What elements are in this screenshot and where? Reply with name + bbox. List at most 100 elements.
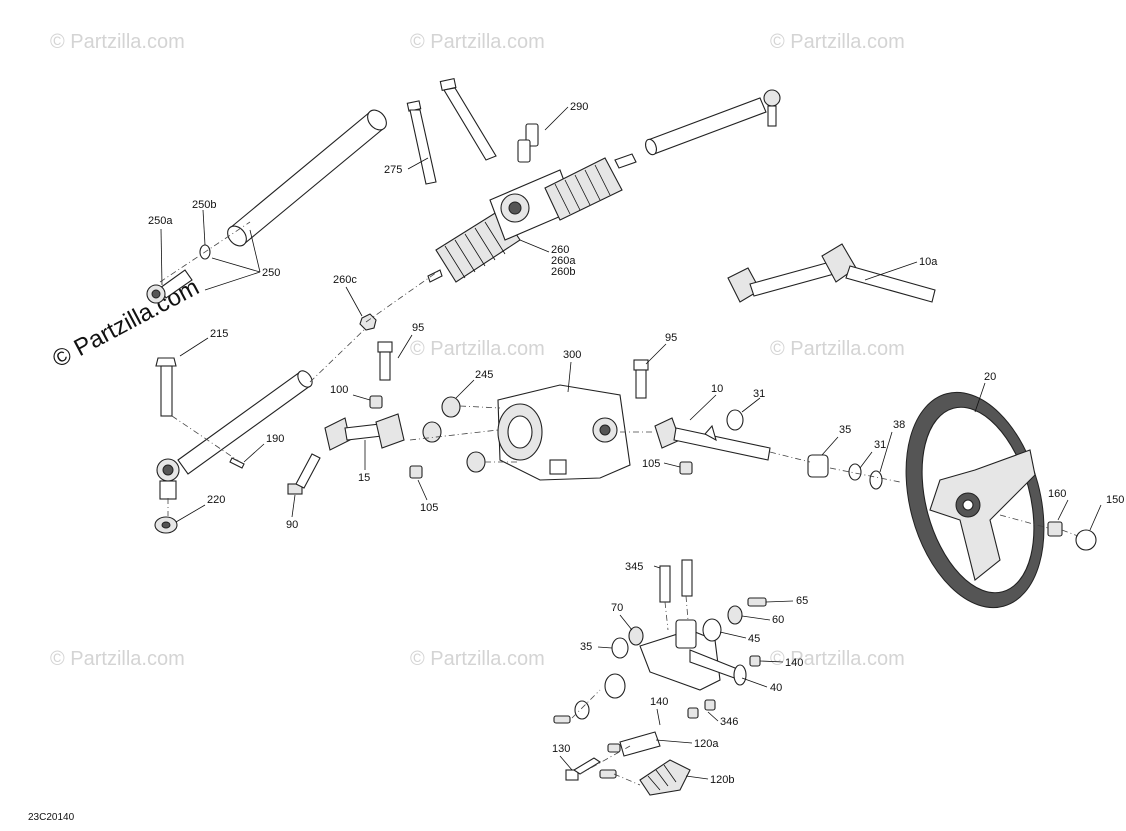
bushing-60 xyxy=(727,605,743,625)
callout-90: 90 xyxy=(286,519,298,531)
bushings-245 xyxy=(422,396,486,473)
callout-15: 15 xyxy=(358,472,370,484)
bolt-90 xyxy=(287,453,321,495)
nut-160 xyxy=(1047,521,1063,537)
steering-rack-260 xyxy=(427,153,637,283)
callout-290: 290 xyxy=(570,101,588,113)
bolt-275-left xyxy=(406,100,437,185)
callout-250b: 250b xyxy=(192,199,216,211)
bolt-130 xyxy=(565,757,602,781)
column-bracket-40 xyxy=(639,619,747,691)
steering-shaft-10 xyxy=(654,417,771,461)
callout-300: 300 xyxy=(563,349,581,361)
tilt-assembly-120a xyxy=(607,731,661,757)
callout-260c: 260c xyxy=(333,274,357,286)
callout-65: 65 xyxy=(796,595,808,607)
callout-20: 20 xyxy=(984,371,996,383)
bolt-290-b xyxy=(517,139,531,163)
bolts-345 xyxy=(659,559,693,603)
callout-245: 245 xyxy=(475,369,493,381)
callout-250: 250 xyxy=(262,267,280,279)
bolt-small xyxy=(553,715,571,724)
callout-60: 60 xyxy=(772,614,784,626)
bushing-35 xyxy=(807,454,829,478)
tie-rod-end-220 xyxy=(154,458,180,534)
callout-95-right: 95 xyxy=(665,332,677,344)
callout-105-right: 105 xyxy=(642,458,660,470)
callout-100: 100 xyxy=(330,384,348,396)
watermark-5: © Partzilla.com xyxy=(770,338,905,360)
callout-35: 35 xyxy=(839,424,851,436)
bushing-small xyxy=(574,700,590,720)
intermediate-shaft-10a xyxy=(727,243,936,303)
callout-35-lower: 35 xyxy=(580,641,592,653)
callout-130: 130 xyxy=(552,743,570,755)
callout-260b: 260b xyxy=(551,266,575,278)
callout-150: 150 xyxy=(1106,494,1124,506)
watermark-2: © Partzilla.com xyxy=(410,31,545,53)
callout-40: 40 xyxy=(770,682,782,694)
leader-lines xyxy=(160,106,1102,780)
watermark-3: © Partzilla.com xyxy=(770,31,905,53)
callout-160: 160 xyxy=(1048,488,1066,500)
callout-250a: 250a xyxy=(148,215,173,227)
callout-38: 38 xyxy=(893,419,905,431)
callout-10: 10 xyxy=(711,383,723,395)
assembly-lines xyxy=(159,221,1079,786)
callout-220: 220 xyxy=(207,494,225,506)
callout-345: 345 xyxy=(625,561,643,573)
callout-260: 260 xyxy=(551,244,569,256)
callout-45: 45 xyxy=(748,633,760,645)
watermark-1: © Partzilla.com xyxy=(50,31,185,53)
tie-rod-lower xyxy=(177,370,313,475)
callout-120a: 120a xyxy=(694,738,719,750)
callout-70: 70 xyxy=(611,602,623,614)
callout-10a: 10a xyxy=(919,256,938,268)
bushing-lower-left xyxy=(604,673,626,699)
callout-140-lower: 140 xyxy=(650,696,668,708)
nut-105-right xyxy=(679,461,693,475)
bushing-35-lower xyxy=(611,637,629,659)
watermark-8: © Partzilla.com xyxy=(770,648,905,670)
watermark-7: © Partzilla.com xyxy=(410,648,545,670)
callout-346: 346 xyxy=(720,716,738,728)
bolt-95-left xyxy=(377,341,393,381)
diagram-code: 23C20140 xyxy=(28,812,75,823)
eps-unit-300 xyxy=(497,384,631,481)
callout-31-lower: 31 xyxy=(874,439,886,451)
bolt-65 xyxy=(747,597,767,607)
tie-rod-tube-upper xyxy=(227,109,387,247)
nut-140 xyxy=(749,655,761,667)
bolt-lower xyxy=(599,769,617,779)
ring-31-lower xyxy=(848,463,862,481)
callout-31-upper: 31 xyxy=(753,388,765,400)
bolt-215 xyxy=(155,357,177,417)
u-joint-15 xyxy=(324,413,405,451)
callout-260a: 260a xyxy=(551,255,576,267)
nut-100 xyxy=(369,395,383,409)
ring-31-upper xyxy=(726,409,744,431)
nut-260c xyxy=(359,313,377,331)
cap-150 xyxy=(1075,529,1097,551)
bolt-95-right xyxy=(633,359,649,399)
bushing-70 xyxy=(628,626,644,646)
callout-140-right: 140 xyxy=(785,657,803,669)
washer-38 xyxy=(869,470,883,490)
tie-rod-end-250a xyxy=(146,269,193,304)
nut-105-left xyxy=(409,465,423,479)
callout-190: 190 xyxy=(266,433,284,445)
watermark-6: © Partzilla.com xyxy=(50,648,185,670)
callout-105-left: 105 xyxy=(420,502,438,514)
callout-120b: 120b xyxy=(710,774,734,786)
callout-labels: 275 290 250a 250b 250 260 260a 260b 260c… xyxy=(148,101,1124,786)
bolt-275-right xyxy=(439,77,497,161)
ring-45 xyxy=(702,618,722,642)
watermark-4: © Partzilla.com xyxy=(410,338,545,360)
steering-wheel-20 xyxy=(905,391,1045,609)
callout-95-left: 95 xyxy=(412,322,424,334)
clips-346 xyxy=(687,699,716,719)
callout-275: 275 xyxy=(384,164,402,176)
boot-120b xyxy=(639,759,691,796)
tie-rod-upper-right xyxy=(645,89,781,156)
